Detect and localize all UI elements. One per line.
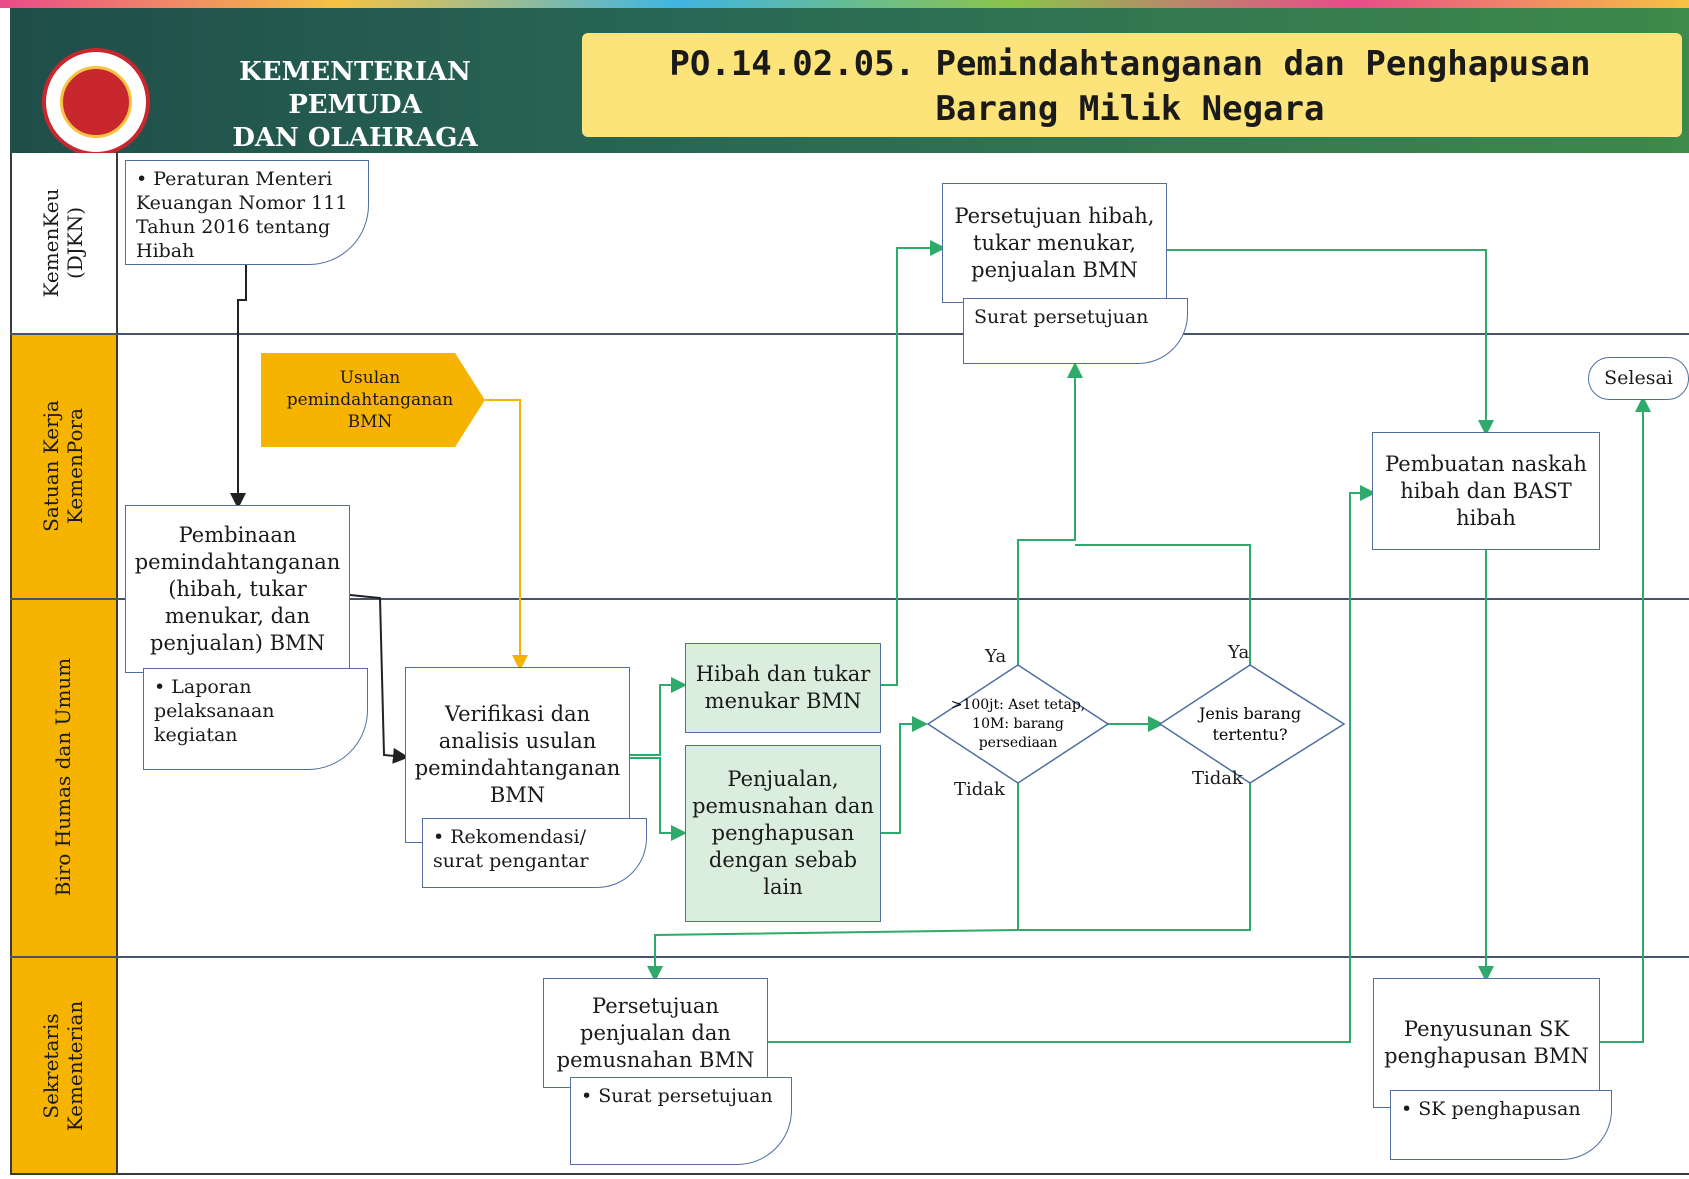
edge-approval-to-graft [1167,249,1494,436]
decision-type-text: Jenis barang tertentu? [1198,704,1302,744]
sale-destruction-box: Penjualan, pemusnahan dan penghapusan de… [685,745,881,922]
org-name-line1: KEMENTERIAN PEMUDA [239,57,471,120]
bullet-icon: • [581,1085,599,1107]
logo-emblem-icon [60,66,132,138]
verification-box: Verifikasi dan analisis usulan pemindaht… [405,667,630,843]
title-line2: Barang Milik Negara [935,89,1325,129]
edge-coaching-to-verification [349,594,409,764]
edge-sk-to-end [1600,396,1651,1043]
title-box [582,33,1682,137]
no-label-1: Tidak [954,779,1005,800]
approval-djkn-text: Persetujuan hibah, tukar menukar, penjua… [954,203,1155,282]
yes-label-2: Ya [1228,642,1250,663]
coaching-text: Pembinaan pemindahtanganan (hibah, tukar… [134,522,341,655]
bullet-icon: • [433,826,451,848]
end-terminator: Selesai [1588,357,1689,400]
coaching-box: Pembinaan pemindahtanganan (hibah, tukar… [125,505,350,673]
regulation-text: Peraturan Menteri Keuangan Nomor 111 Tah… [136,168,348,262]
approval-letter-secretary-document: • Surat persetujuan [570,1077,792,1165]
sk-drafting-box: Penyusunan SK penghapusan BMN [1373,978,1600,1108]
lane-label-kemenkeu: KemenKeu(DJKN) [10,153,118,333]
approval-letter-djkn-text: Surat persetujuan [974,306,1149,328]
edge-verification-to-grant [630,677,687,756]
end-text: Selesai [1604,367,1673,389]
edge-regulation-to-coaching [230,262,247,509]
lane-divider [10,333,1689,335]
lane-divider [10,956,1689,958]
grant-draft-text: Pembuatan naskah hibah dan BAST hibah [1385,451,1587,530]
yes-label-1: Ya [985,646,1007,667]
sk-drafting-text: Penyusunan SK penghapusan BMN [1384,1017,1589,1068]
bullet-icon: • [136,168,154,190]
report-document: • Laporan pelaksanaan kegiatan [143,668,368,770]
edge-secretary-approval-to-graft [768,485,1376,1043]
org-name: KEMENTERIAN PEMUDA DAN OLAHRAGA [170,56,540,155]
recommendation-text: Rekomendasi/ surat pengantar [433,826,589,872]
approval-secretary-text: Persetujuan penjualan dan pemusnahan BMN [556,993,755,1072]
edge-sale-to-decision [880,716,928,834]
regulation-document: • Peraturan Menteri Keuangan Nomor 111 T… [125,160,369,265]
edge-decision1-no [647,783,1019,982]
bullet-icon: • [1401,1098,1419,1120]
bullet-icon: • [154,676,172,698]
edge-decision2-yes [1075,544,1251,665]
recommendation-document: • Rekomendasi/ surat pengantar [422,818,647,888]
proposal-text: Usulan pemindahtanganan BMN [286,368,454,432]
proposal-shape [261,353,485,447]
approval-letter-secretary-text: Surat persetujuan [598,1085,773,1107]
grant-exchange-box: Hibah dan tukar menukar BMN [685,643,881,733]
sale-destruction-text: Penjualan, pemusnahan dan penghapusan de… [692,767,874,899]
grant-draft-box: Pembuatan naskah hibah dan BAST hibah [1372,432,1600,550]
org-name-line2: DAN OLAHRAGA [232,123,478,153]
approval-secretary-box: Persetujuan penjualan dan pemusnahan BMN [543,978,768,1088]
swimlane-frame [10,153,1689,1175]
sk-document: • SK penghapusan [1390,1090,1612,1160]
approval-djkn-box: Persetujuan hibah, tukar menukar, penjua… [942,183,1167,303]
header-stripe [0,0,1689,8]
decision-value-shape [926,664,1110,784]
edge-verification-to-sale [630,757,687,841]
grant-exchange-text: Hibah dan tukar menukar BMN [695,662,871,713]
report-text: Laporan pelaksanaan kegiatan [154,676,275,746]
lane-divider [10,598,1689,600]
decision-type-shape [1158,664,1346,784]
sk-doc-text: SK penghapusan [1418,1098,1581,1120]
lane-label-biro: Biro Humas dan Umum [10,598,118,956]
no-label-2: Tidak [1192,768,1243,789]
edge-grant-to-approval [880,240,946,686]
edge-decision2-no [1018,783,1251,931]
edge-proposal-to-verification [485,399,528,671]
verification-text: Verifikasi dan analisis usulan pemindaht… [414,702,621,807]
approval-letter-djkn-document: Surat persetujuan [963,298,1188,364]
title-line1: PO.14.02.05. Pemindahtanganan dan Pengha… [669,44,1591,84]
edge-decision1-yes [1017,362,1083,665]
decision-value-text: >100jt: Aset tetap, 10M: barang persedia… [950,697,1086,751]
page-title: PO.14.02.05. Pemindahtanganan dan Pengha… [600,42,1660,132]
ministry-logo [42,48,150,156]
